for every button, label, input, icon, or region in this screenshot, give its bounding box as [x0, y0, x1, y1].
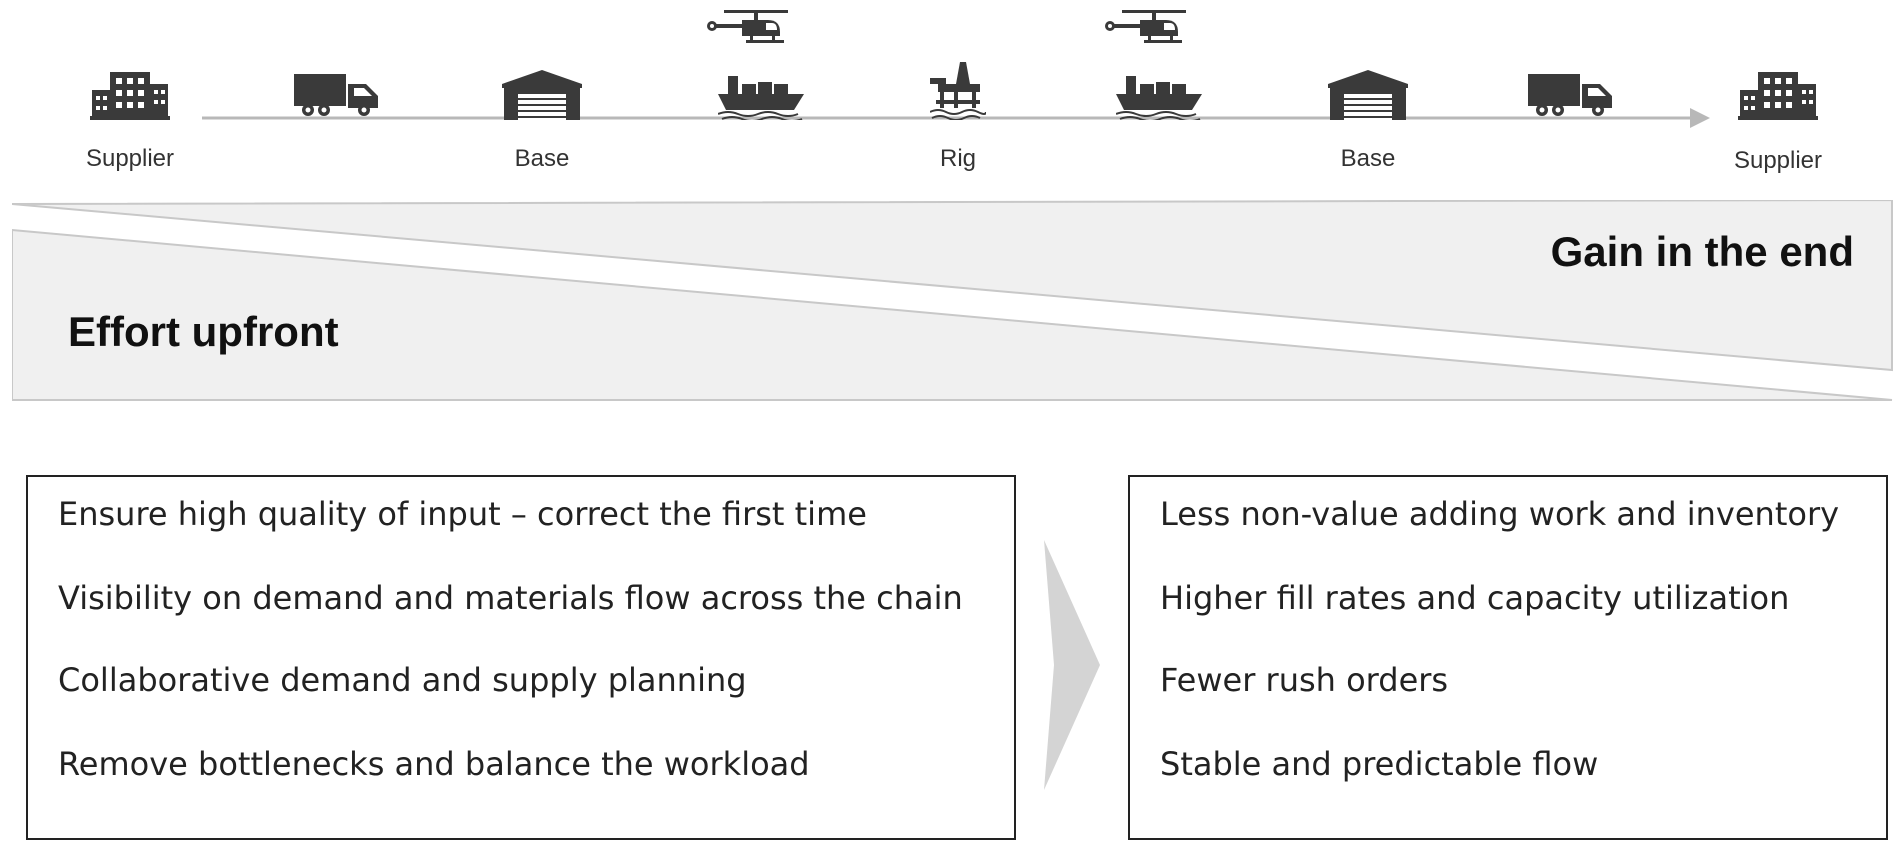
building-icon	[90, 72, 170, 120]
gain-results-box: Less non-value adding work and inventory…	[1128, 475, 1888, 840]
truck-icon	[294, 74, 378, 116]
oil-rig-icon	[930, 62, 986, 120]
node-label-supplier-start: Supplier	[85, 145, 175, 172]
ship-icon	[718, 76, 804, 120]
warehouse-icon	[1328, 70, 1408, 120]
effort-actions-box: Ensure high quality of input – correct t…	[26, 475, 1016, 840]
truck-icon	[1528, 74, 1612, 116]
effort-label: Effort upfront	[68, 308, 339, 355]
list-item: Visibility on demand and materials flow …	[58, 579, 963, 617]
helicopter-icon	[707, 10, 788, 43]
list-item: Stable and predictable flow	[1160, 745, 1599, 783]
list-item: Collaborative demand and supply planning	[58, 661, 747, 699]
chevron-right-icon	[1044, 540, 1100, 790]
effort-gain-wedge: Gain in the end Effort upfront	[12, 200, 1894, 402]
building-icon	[1738, 72, 1818, 120]
ship-icon	[1116, 76, 1202, 120]
gain-label: Gain in the end	[1550, 228, 1854, 275]
list-item: Less non-value adding work and inventory	[1160, 495, 1840, 533]
node-label-rig: Rig	[939, 145, 976, 172]
node-label-supplier-end: Supplier	[1733, 147, 1823, 174]
list-item: Higher fill rates and capacity utilizati…	[1160, 579, 1790, 617]
list-item: Fewer rush orders	[1160, 661, 1449, 699]
list-item: Ensure high quality of input – correct t…	[58, 495, 867, 533]
list-item: Remove bottlenecks and balance the workl…	[58, 745, 810, 783]
helicopter-icon	[1105, 10, 1186, 43]
warehouse-icon	[502, 70, 582, 120]
node-label-base-return: Base	[1340, 145, 1396, 172]
node-label-base-outbound: Base	[514, 145, 570, 172]
